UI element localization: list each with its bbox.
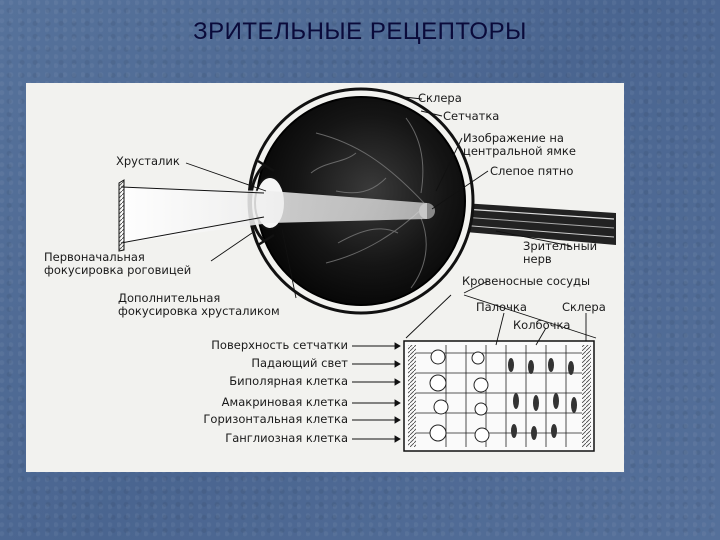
label-rod: Палочка (476, 300, 527, 314)
label-bipolar-cell: Биполярная клетка (229, 374, 348, 388)
label-blood-vessels: Кровеносные сосуды (462, 274, 591, 288)
light-beam (118, 179, 427, 252)
label-lens-focus-2: фокусировка хрусталиком (118, 304, 280, 318)
label-sclera: Склера (418, 91, 462, 105)
label-incident-light: Падающий свет (251, 356, 348, 370)
slide-title: ЗРИТЕЛЬНЫЕ РЕЦЕПТОРЫ (193, 18, 527, 45)
label-lens-focus-1: Дополнительная (118, 291, 221, 305)
label-sclera-detail: Склера (562, 300, 606, 314)
label-horizontal-cell: Горизонтальная клетка (203, 412, 348, 426)
eye-diagram: Склера Сетчатка Изображение на центральн… (26, 83, 624, 472)
label-fovea-image-2: центральной ямке (463, 144, 576, 158)
label-optic-nerve-1: Зрительный (523, 239, 598, 253)
leader-lines (185, 96, 597, 339)
label-ganglion-cell: Ганглиозная клетка (225, 431, 348, 445)
label-cornea-focus-1: Первоначальная (44, 250, 145, 264)
label-retina: Сетчатка (443, 109, 500, 123)
label-retina-surface: Поверхность сетчатки (211, 338, 348, 352)
label-fovea-image-1: Изображение на (463, 131, 564, 145)
label-lens: Хрусталик (116, 154, 180, 168)
eye-illustration (118, 87, 616, 452)
retina-cell-detail (352, 312, 595, 452)
label-cornea-focus-2: фокусировка роговицей (44, 263, 192, 277)
label-cone: Колбочка (513, 318, 571, 332)
label-amacrine-cell: Амакриновая клетка (221, 395, 348, 409)
label-optic-nerve-2: нерв (523, 252, 552, 266)
label-blind-spot: Слепое пятно (490, 164, 574, 178)
